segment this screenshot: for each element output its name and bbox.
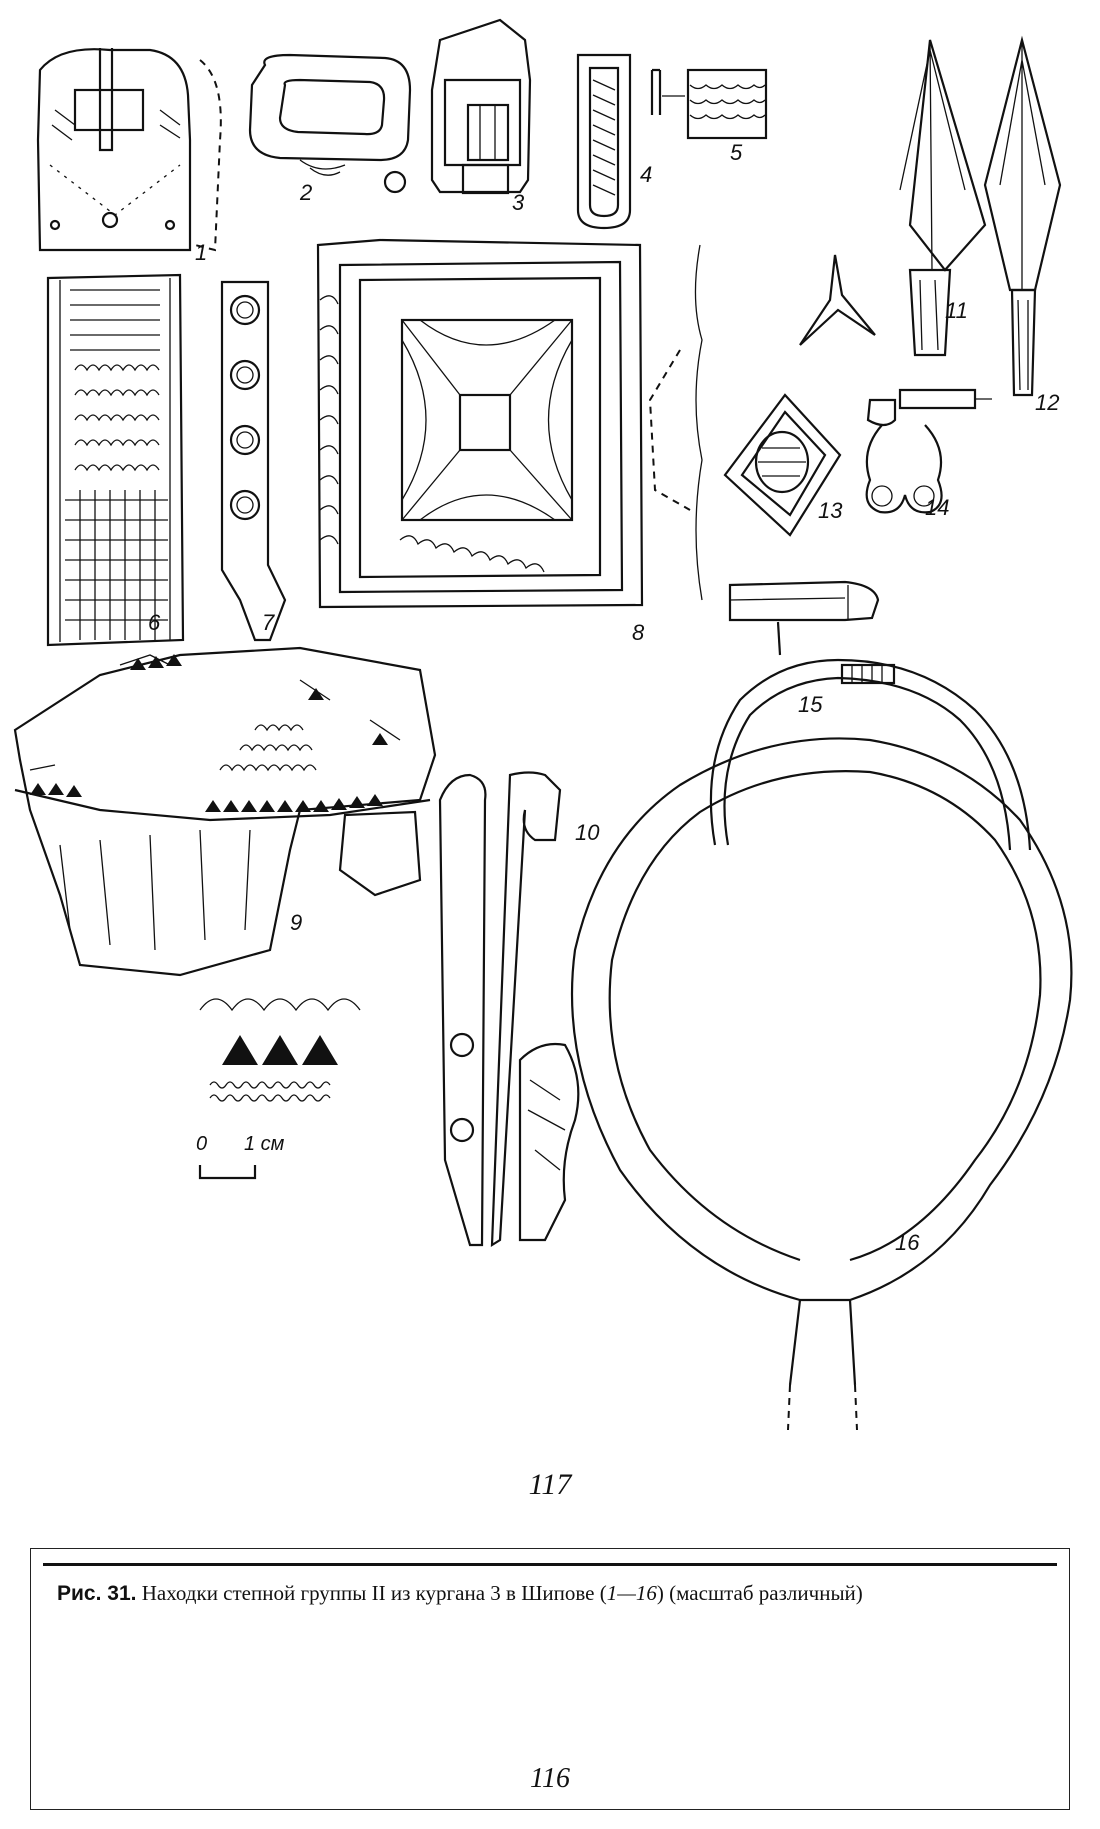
find-1-buckle-plate <box>36 48 222 252</box>
item-number-16: 16 <box>895 1230 920 1255</box>
item-number-1: 1 <box>195 240 207 265</box>
scale-zero-label: 0 <box>196 1133 207 1155</box>
archaeological-finds-plate: 0 1 см 1 2 3 4 5 6 7 8 9 10 11 12 13 14 … <box>13 18 1073 1431</box>
page-number-bottom: 116 <box>530 1763 570 1794</box>
caption-box: Рис. 31. Находки степной группы II из ку… <box>30 1548 1070 1810</box>
item-number-8: 8 <box>632 620 645 645</box>
find-2-oval-ring <box>248 53 412 194</box>
item-number-15: 15 <box>798 692 823 717</box>
find-5-pendant <box>650 68 768 140</box>
caption-text: Находки степной группы II из кургана 3 в… <box>136 1581 607 1605</box>
scale-bar: 0 1 см <box>196 1133 285 1180</box>
item-number-13: 13 <box>818 498 843 523</box>
item-number-4: 4 <box>640 162 652 187</box>
item-number-9: 9 <box>290 910 302 935</box>
item-number-6: 6 <box>148 610 161 635</box>
item-number-11: 11 <box>945 298 968 323</box>
item-number-7: 7 <box>262 610 275 635</box>
item-number-3: 3 <box>512 190 525 215</box>
find-7-rosette-strip <box>220 280 287 642</box>
find-8-square-plaque <box>316 238 703 609</box>
caption-rule <box>43 1563 1057 1566</box>
caption-range: 1—16 <box>606 1581 657 1605</box>
find-15-ring <box>709 580 1032 851</box>
figure-caption: Рис. 31. Находки степной группы II из ку… <box>57 1581 1055 1606</box>
scale-unit-label: 1 см <box>244 1133 285 1155</box>
find-4-tag <box>576 53 632 230</box>
item-number-10: 10 <box>575 820 600 845</box>
find-10-cheekpiece <box>438 771 580 1248</box>
find-14-loop-pendant <box>865 388 992 514</box>
find-3-buckle <box>430 18 532 195</box>
find-11-arrowhead <box>799 39 987 357</box>
item-numbers: 1 2 3 4 5 6 7 8 9 10 11 12 13 14 15 16 <box>148 140 1059 1255</box>
caption-text-after: ) (масштаб различный) <box>656 1581 863 1605</box>
ornament-detail <box>199 998 361 1102</box>
find-16-mirror <box>570 737 1073 1431</box>
item-number-14: 14 <box>925 495 949 520</box>
find-12-arrowhead <box>983 35 1062 397</box>
find-6-belt-strip <box>46 273 185 647</box>
page-number-top: 117 <box>528 1468 572 1501</box>
find-9-ceramic-sherd <box>13 646 437 977</box>
item-number-12: 12 <box>1035 390 1059 415</box>
caption-label: Рис. 31. <box>57 1582 137 1605</box>
item-number-5: 5 <box>730 140 743 165</box>
find-13-rhomboid-plaque <box>723 393 842 537</box>
item-number-2: 2 <box>299 180 312 205</box>
